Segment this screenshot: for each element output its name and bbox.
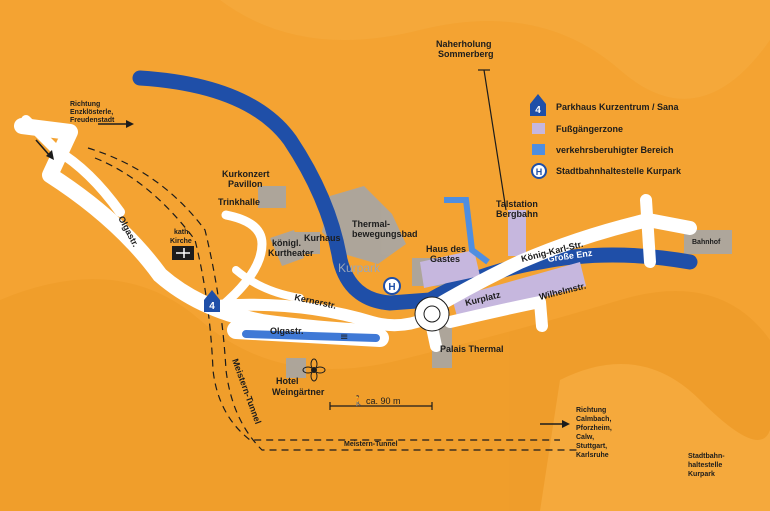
arrow-east-head-icon	[562, 420, 570, 428]
label-talstation-1: Talstation	[496, 199, 538, 209]
label-kurpark: Kurpark	[338, 261, 381, 275]
svg-text:Pforzheim,: Pforzheim,	[576, 425, 612, 432]
label-kurkonzert-1: Kurkonzert	[222, 169, 270, 179]
road-olgastr-south-channel	[242, 330, 380, 342]
label-kurtheater-2: Kurtheater	[268, 248, 314, 258]
pedestrian-zone-gastes	[420, 250, 480, 288]
svg-text:Stuttgart,: Stuttgart,	[576, 443, 607, 450]
svg-text:H: H	[536, 167, 543, 177]
river-grosse-enz	[132, 70, 698, 311]
svg-text:Naherholung: Naherholung	[436, 39, 492, 49]
svg-text:Freudenstadt: Freudenstadt	[70, 117, 115, 124]
scale-label: ca. 90 m	[366, 396, 401, 406]
underpass-icon: ≡	[340, 332, 348, 343]
svg-text:Sommerberg: Sommerberg	[438, 49, 494, 59]
svg-text:Karlsruhe: Karlsruhe	[576, 452, 609, 459]
legend-parking-icon: 4	[530, 94, 546, 116]
legend-traffic-label: verkehrsberuhigter Bereich	[556, 145, 674, 155]
legend-tram-label: Stadtbahnhaltestelle Kurpark	[556, 166, 682, 176]
pedestrian-zones	[420, 123, 586, 320]
flower-icon	[302, 358, 326, 382]
building-kurkonzert	[258, 186, 286, 208]
road-kernerstr	[208, 298, 434, 332]
label-talstation-2: Bergbahn	[496, 209, 538, 219]
legend-parking-label: Parkhaus Kurzentrum / Sana	[556, 102, 680, 112]
label-bahnhof: Bahnhof	[692, 239, 721, 246]
svg-text:Stadtbahn-: Stadtbahn-	[688, 453, 725, 460]
svg-text:haltestelle: haltestelle	[688, 462, 722, 469]
arrow-road-entry-head-icon	[46, 150, 54, 160]
arrow-northwest-head-icon	[126, 120, 134, 128]
label-kurtheater-1: königl.	[272, 238, 301, 248]
svg-text:4: 4	[535, 105, 541, 116]
pedestrian-zone-talstation	[508, 210, 526, 256]
destination-sommerberg: Naherholung Sommerberg	[436, 39, 494, 59]
road-olgastr-north	[21, 115, 125, 217]
arrow-road-entry-icon	[35, 139, 51, 157]
svg-text:Richtung: Richtung	[70, 101, 100, 108]
parking-marker[interactable]: 4	[204, 290, 220, 312]
legend-pedestrian-label: Fußgängerzone	[556, 124, 623, 134]
pedestrian-icon: 🚶	[352, 394, 364, 407]
tram-marker-symbol: H	[388, 282, 395, 293]
church-icon	[172, 246, 194, 260]
svg-text:Calw,: Calw,	[576, 434, 594, 441]
label-haus-des-gastes-1: Haus des	[426, 244, 466, 254]
roads	[14, 115, 697, 352]
tram-stop-caption: Stadtbahn- haltestelle Kurpark	[688, 453, 725, 478]
roundabout-center	[423, 305, 441, 323]
legend-tram-icon: H	[531, 163, 547, 179]
svg-text:Kurpark: Kurpark	[688, 471, 715, 478]
label-kurhaus: Kurhaus	[304, 233, 341, 243]
sommerberg-leader-line	[483, 69, 507, 211]
legend-traffic-swatch	[532, 144, 545, 155]
street-olgastr-south: Olgastr.	[270, 326, 304, 336]
label-palais: Palais Thermal	[440, 344, 504, 354]
svg-text:Richtung: Richtung	[576, 407, 606, 414]
label-kirche-2: Kirche	[170, 238, 192, 245]
label-thermalbad-2: bewegungsbad	[352, 229, 418, 239]
label-kirche-1: kath.	[174, 229, 190, 236]
label-trinkhalle: Trinkhalle	[218, 197, 260, 207]
road-wilhelmstr	[444, 296, 548, 332]
scale-bar: 🚶 ca. 90 m	[329, 394, 433, 410]
traffic-calmed-areas	[444, 197, 490, 265]
svg-text:Enzklösterle,: Enzklösterle,	[70, 109, 113, 116]
svg-text:Calmbach,: Calmbach,	[576, 416, 611, 423]
meistern-tunnel	[87, 147, 580, 451]
label-hotel-2: Weingärtner	[272, 387, 325, 397]
legend-pedestrian-swatch	[532, 123, 545, 134]
building-kurtheater	[270, 230, 304, 266]
road-trinkhalle	[217, 210, 267, 311]
label-kurkonzert-2: Pavillon	[228, 179, 263, 189]
legend: 4 Parkhaus Kurzentrum / Sana Fußgängerzo…	[530, 94, 682, 179]
label-haus-des-gastes-2: Gastes	[430, 254, 460, 264]
road-east-cross	[640, 194, 656, 268]
destination-northwest: Richtung Enzklösterle, Freudenstadt	[70, 101, 115, 124]
label-hotel-1: Hotel	[276, 376, 299, 386]
road-kurtheater-loop	[232, 266, 304, 302]
destination-east: Richtung Calmbach, Pforzheim, Calw, Stut…	[576, 407, 612, 459]
label-thermalbad-1: Thermal-	[352, 219, 390, 229]
street-meistern-tunnel-horizontal: Meistern-Tunnel	[344, 441, 398, 448]
road-koenig-karl	[423, 213, 697, 317]
pedestrian-zone-kurplatz	[452, 262, 586, 320]
building-hotel	[286, 358, 306, 378]
parking-marker-number: 4	[209, 301, 215, 312]
tram-stop-marker[interactable]: H	[383, 277, 401, 295]
